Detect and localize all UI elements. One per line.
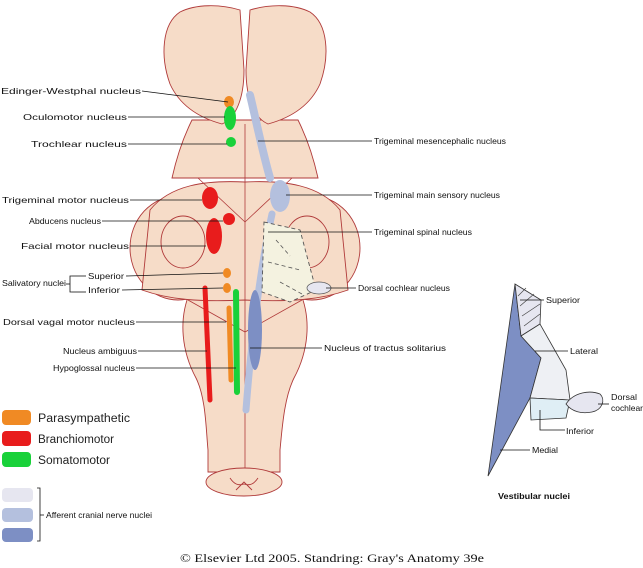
brainstem-outline — [129, 5, 361, 497]
vest-dorsal-cochlear — [565, 391, 604, 414]
vest-label-superior: Superior — [546, 296, 580, 305]
oculomotor-mark — [224, 106, 236, 130]
legend-branchiomotor: Branchiomotor — [38, 434, 114, 446]
label-abducens: Abducens nucleus — [29, 217, 101, 226]
left-labels: Edinger-Westphal nucleus Oculomotor nucl… — [1, 87, 236, 373]
legend-swatch-afferent-light — [2, 488, 33, 502]
dorsal-vagal-column — [226, 305, 234, 383]
vest-title: Vestibular nuclei — [498, 491, 570, 501]
legend-swatch-afferent-dark — [2, 528, 33, 542]
inf-salivatory-mark — [223, 283, 231, 293]
vest-label-lateral: Lateral — [570, 347, 598, 356]
trigeminal-motor-mark — [202, 187, 218, 209]
afferent-nuclei — [242, 91, 332, 414]
right-labels: Trigeminal mesencephalic nucleus Trigemi… — [250, 137, 506, 353]
label-trigeminal-motor: Trigeminal motor nucleus — [2, 196, 129, 205]
label-salivatory: Salivatory nuclei — [2, 279, 66, 288]
label-trochlear: Trochlear nucleus — [31, 140, 127, 149]
sup-salivatory-mark — [223, 268, 231, 278]
legend-swatch-parasympathetic — [2, 410, 31, 425]
legend-swatch-afferent-mid — [2, 508, 33, 522]
motor-nuclei — [202, 96, 240, 403]
label-dorsal-vagal: Dorsal vagal motor nucleus — [3, 318, 135, 327]
trig-mesencephalic-column — [246, 91, 274, 182]
label-trig-mesencephalic: Trigeminal mesencephalic nucleus — [374, 137, 506, 146]
legend-parasympathetic: Parasympathetic — [38, 413, 130, 425]
vest-label-dorsal: Dorsal — [611, 393, 637, 402]
label-sal-superior: Superior — [88, 272, 124, 281]
label-sal-inferior: Inferior — [88, 286, 120, 295]
vest-inferior — [529, 397, 571, 421]
legend-swatch-branchiomotor — [2, 431, 31, 446]
vest-label-medial: Medial — [532, 446, 558, 455]
label-oculomotor: Oculomotor nucleus — [23, 113, 127, 122]
legend: Parasympathetic Branchiomotor Somatomoto… — [2, 410, 152, 542]
label-edinger-westphal: Edinger-Westphal nucleus — [1, 87, 141, 96]
label-dorsal-cochlear: Dorsal cochlear nucleus — [358, 284, 450, 293]
facial-motor-mark — [206, 218, 222, 254]
legend-somatomotor: Somatomotor — [38, 455, 110, 467]
edinger-westphal-mark — [224, 96, 234, 108]
label-trig-spinal: Trigeminal spinal nucleus — [374, 228, 472, 237]
ambiguus-column — [202, 285, 213, 403]
tractus-solitarius-mark — [248, 290, 262, 370]
label-ambiguus: Nucleus ambiguus — [63, 347, 137, 356]
vestibular-inset: Superior Lateral Dorsal cochlear Inferio… — [487, 283, 643, 501]
vestibular-region-stem — [261, 221, 317, 303]
label-facial-motor: Facial motor nucleus — [21, 242, 129, 251]
label-tractus-solitarius: Nucleus of tractus solitarius — [324, 344, 446, 353]
label-hypoglossal: Hypoglossal nucleus — [53, 364, 135, 373]
copyright: © Elsevier Ltd 2005. Standring: Gray's A… — [180, 551, 484, 565]
label-trig-main-sensory: Trigeminal main sensory nucleus — [374, 191, 500, 200]
vest-label-cochlear: cochlear — [611, 404, 643, 413]
vest-label-inferior: Inferior — [566, 427, 594, 436]
legend-swatch-somatomotor — [2, 452, 31, 467]
trig-main-sensory-mark — [270, 180, 290, 212]
abducens-mark — [223, 213, 235, 225]
legend-afferent: Afferent cranial nerve nuclei — [46, 511, 152, 520]
hypoglossal-column — [233, 289, 240, 395]
trochlear-mark — [226, 137, 236, 147]
